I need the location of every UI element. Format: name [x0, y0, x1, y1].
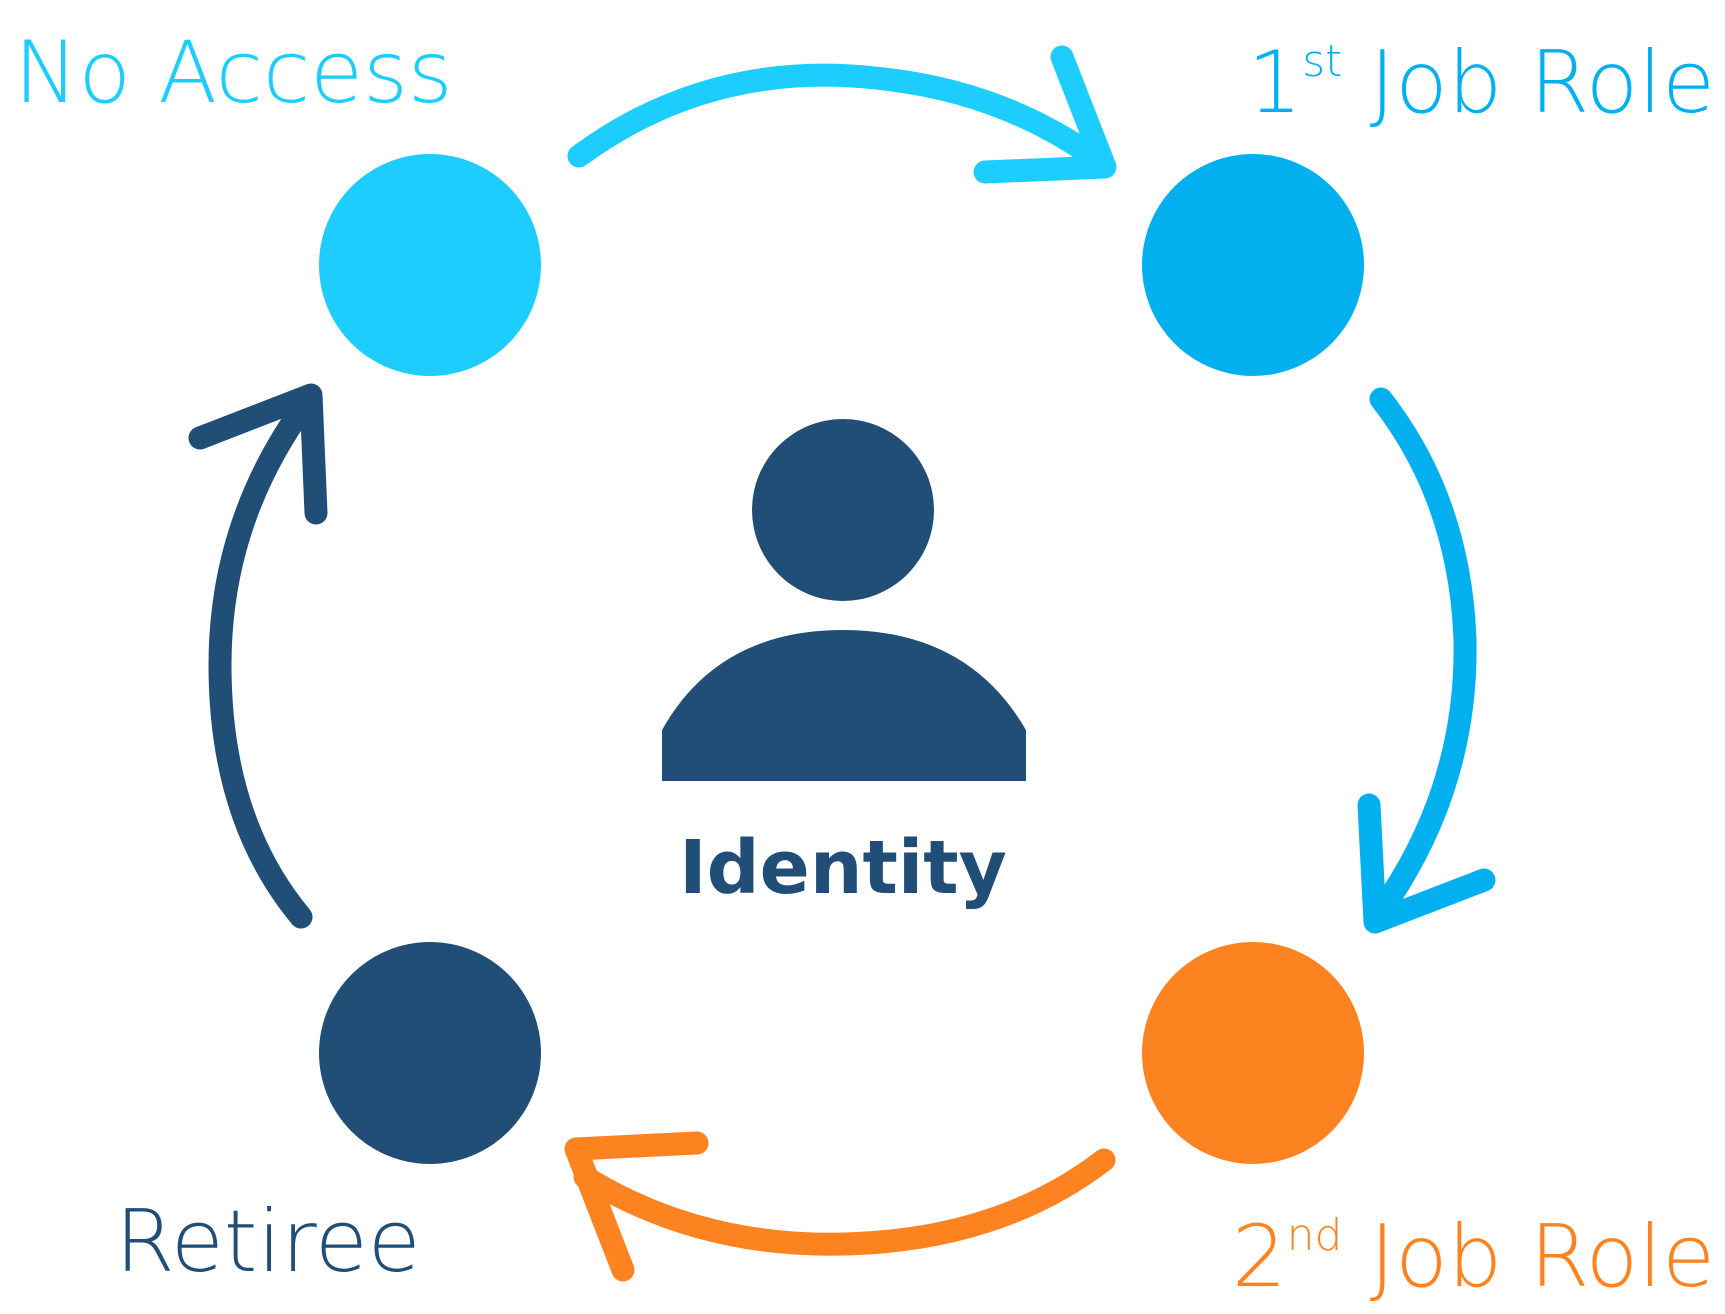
arrow-head: [564, 1131, 709, 1282]
transition-arrow-retiree-to-no-access: [188, 383, 328, 929]
stage-label-first-job-role-text: Job Role: [1342, 33, 1715, 133]
arrow-shaft: [1366, 387, 1477, 927]
arrow-head: [973, 45, 1117, 184]
transition-arrow-no-access-to-first-job-role: [567, 45, 1117, 184]
stage-label-second-job-role: 2nd Job Role: [1232, 1207, 1715, 1307]
arrow-shaft: [573, 1148, 1116, 1256]
stage-label-no-access: No Access: [14, 23, 453, 123]
stage-label-retiree: Retiree: [115, 1192, 421, 1292]
stage-label-first-job-role-number: 1: [1248, 33, 1303, 133]
stage-node-first-job-role: [1142, 154, 1364, 376]
stage-label-second-job-role-text: Job Role: [1342, 1207, 1715, 1307]
stage-node-second-job-role: [1142, 942, 1364, 1164]
person-icon-body: [662, 630, 1026, 781]
arrow-shaft: [208, 390, 319, 929]
arrow-head: [1357, 793, 1496, 934]
stage-node-retiree: [319, 942, 541, 1164]
stage-label-first-job-role: 1st Job Role: [1248, 33, 1715, 133]
stage-label-second-job-role-ordinal: nd: [1287, 1210, 1343, 1261]
stage-label-second-job-role-number: 2: [1232, 1207, 1287, 1307]
person-icon-head: [752, 419, 934, 601]
transition-arrow-second-job-role-to-retiree: [564, 1131, 1116, 1282]
arrow-head: [188, 383, 328, 525]
center-label: Identity: [679, 825, 1007, 911]
stage-label-first-job-role-ordinal: st: [1302, 36, 1342, 87]
stage-node-no-access: [319, 154, 541, 376]
arrow-shaft: [567, 63, 1107, 170]
person-icon: [662, 419, 1026, 781]
transition-arrow-first-job-role-to-second-job-role: [1357, 387, 1496, 934]
